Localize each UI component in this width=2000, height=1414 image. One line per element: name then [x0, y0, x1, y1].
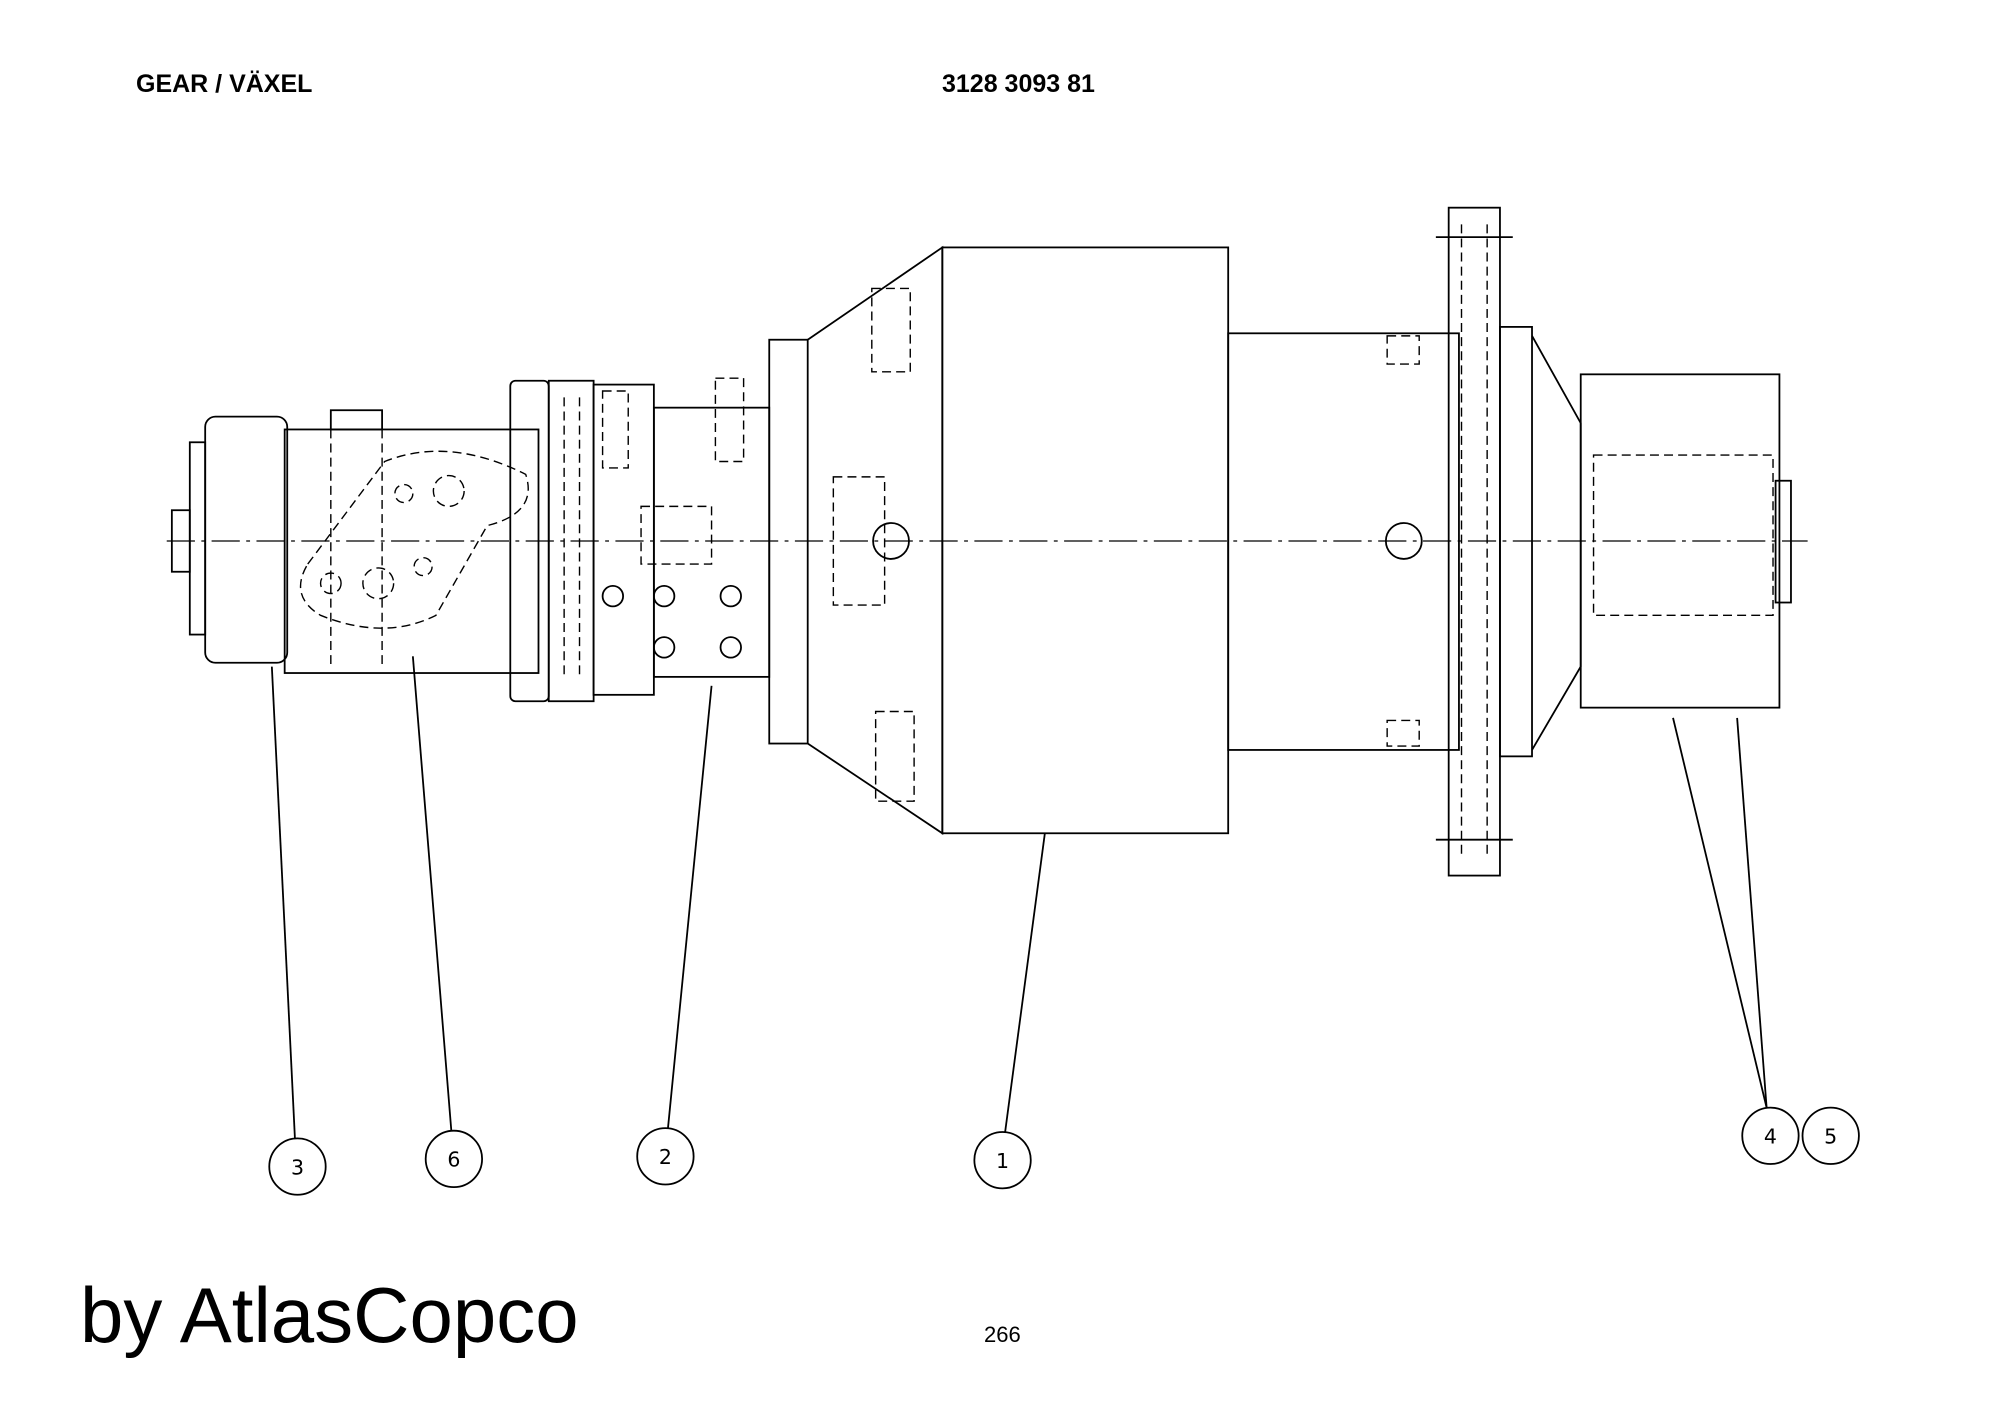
page-title: GEAR / VÄXEL	[136, 70, 313, 98]
output-hub	[1227, 206, 1792, 877]
adapter	[509, 377, 771, 703]
callout-4: 4	[1741, 1106, 1800, 1165]
brand-footer: by AtlasCopco	[80, 1271, 579, 1359]
callout-leaders	[270, 656, 1768, 1139]
port-plate	[299, 450, 529, 629]
callout-1: 1	[973, 1131, 1032, 1190]
svg-text:6: 6	[447, 1148, 460, 1172]
svg-text:5: 5	[1824, 1125, 1837, 1149]
callout-6: 6	[424, 1129, 483, 1188]
page-number: 266	[984, 1322, 1021, 1347]
svg-text:3: 3	[291, 1155, 304, 1179]
svg-text:4: 4	[1764, 1125, 1777, 1149]
svg-text:2: 2	[659, 1145, 672, 1169]
svg-text:1: 1	[996, 1149, 1009, 1173]
gear-housing	[768, 245, 1230, 835]
callout-3: 3	[268, 1137, 327, 1196]
motor	[170, 409, 540, 674]
callout-2: 2	[636, 1127, 695, 1186]
part-number: 3128 3093 81	[942, 70, 1095, 98]
callout-5: 5	[1801, 1106, 1860, 1165]
